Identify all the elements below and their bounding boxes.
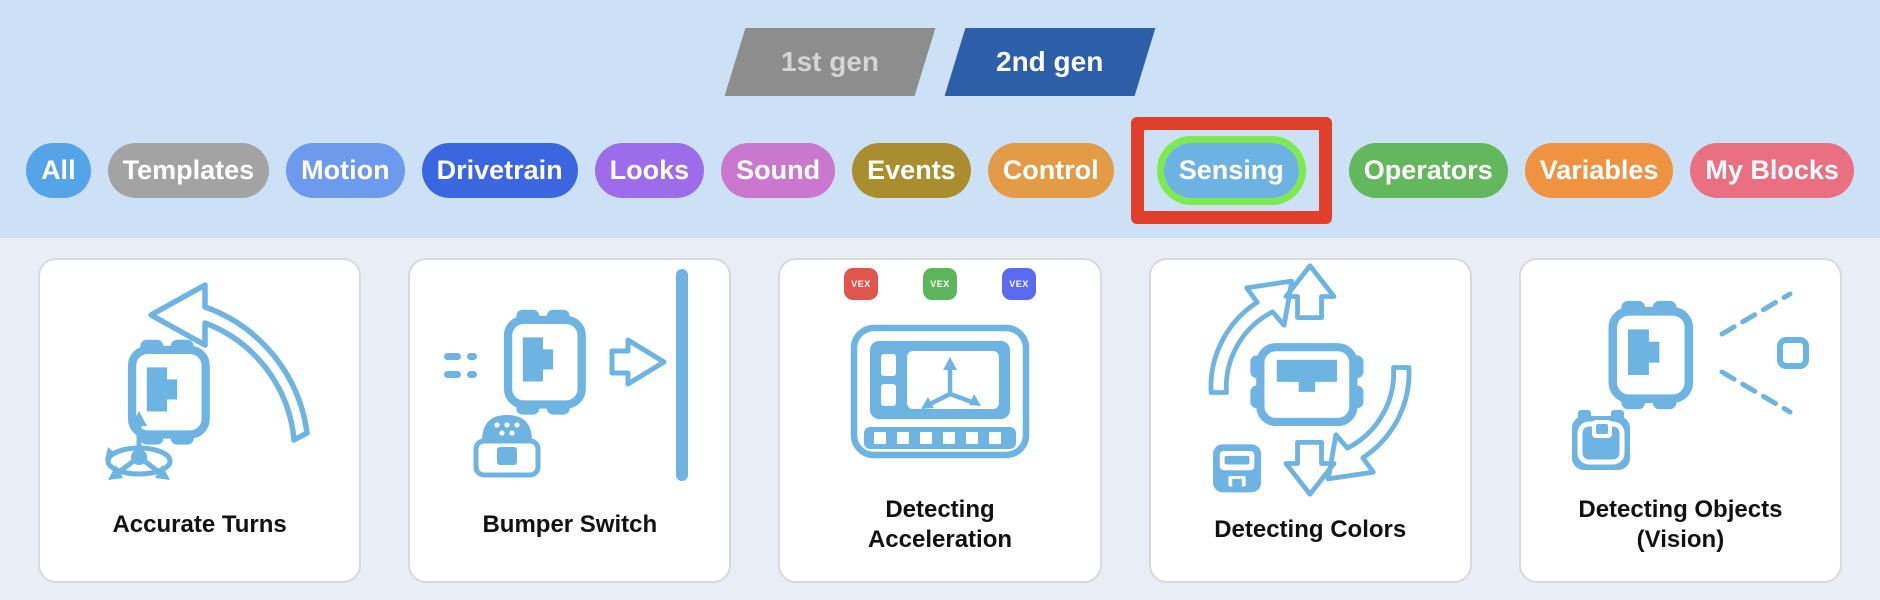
vision-sensor-glyph (1572, 409, 1631, 470)
vex-badge-green: VEX (923, 268, 957, 300)
sensing-highlight-box: Sensing (1130, 116, 1332, 224)
category-pill-drivetrain[interactable]: Drivetrain (421, 142, 578, 198)
category-pill-templates[interactable]: Templates (107, 142, 270, 198)
category-pill-my-blocks[interactable]: My Blocks (1690, 142, 1854, 198)
category-pill-motion[interactable]: Motion (286, 142, 405, 198)
platform-badges: VEX VEX VEX (780, 268, 1099, 300)
category-pill-variables[interactable]: Variables (1524, 142, 1674, 198)
card-title: Detecting Acceleration (867, 496, 1013, 553)
card-title: Bumper Switch (482, 511, 658, 538)
detecting-acceleration-icon (850, 324, 1030, 459)
detected-object-glyph (1777, 336, 1810, 369)
color-sensor-glyph (1213, 444, 1262, 493)
category-pill-all[interactable]: All (26, 142, 91, 198)
tutorial-card-grid: Accurate Turns (0, 238, 1880, 600)
card-accurate-turns[interactable]: Accurate Turns (38, 258, 362, 583)
category-pill-control[interactable]: Control (987, 142, 1114, 198)
card-bumper-switch[interactable]: Bumper Switch (408, 258, 732, 583)
acceleration-axes-glyph (921, 357, 981, 409)
card-detecting-colors[interactable]: Detecting Colors (1148, 258, 1472, 583)
card-title: Accurate Turns (112, 511, 287, 538)
sensing-selected-ring: Sensing (1156, 135, 1306, 205)
vex-badge-blue: VEX (1002, 268, 1036, 300)
detecting-objects-vision-icon (1572, 291, 1810, 470)
accurate-turns-icon (104, 282, 310, 480)
tab-1st-gen-label: 1st gen (780, 46, 880, 77)
bumper-switch-glyph (473, 415, 541, 478)
category-pill-operators[interactable]: Operators (1348, 142, 1508, 198)
card-detecting-objects-vision[interactable]: Detecting Objects (Vision) (1518, 258, 1843, 583)
tab-1st-gen[interactable]: 1st gen (724, 28, 936, 96)
category-pill-sound[interactable]: Sound (721, 142, 836, 198)
category-pill-sensing[interactable]: Sensing (1163, 142, 1299, 198)
tab-2nd-gen[interactable]: 2nd gen (944, 28, 1156, 96)
category-header: 1st gen 2nd gen All Templates Motion Dri… (0, 0, 1880, 238)
gyro-axes-glyph (104, 411, 173, 480)
wall-bar (675, 269, 688, 481)
card-title: Detecting Objects (Vision) (1578, 496, 1783, 553)
category-pill-looks[interactable]: Looks (594, 142, 705, 198)
detecting-colors-icon (1208, 263, 1412, 497)
vex-badge-red: VEX (844, 268, 878, 300)
category-pill-row: All Templates Motion Drivetrain Looks So… (0, 116, 1880, 224)
category-pill-events[interactable]: Events (852, 142, 971, 198)
tab-2nd-gen-label: 2nd gen (996, 46, 1104, 77)
bumper-switch-icon (443, 269, 688, 481)
card-title: Detecting Colors (1214, 516, 1407, 543)
generation-tabs: 1st gen 2nd gen (0, 0, 1880, 96)
card-detecting-acceleration[interactable]: VEX VEX VEX (778, 258, 1102, 583)
